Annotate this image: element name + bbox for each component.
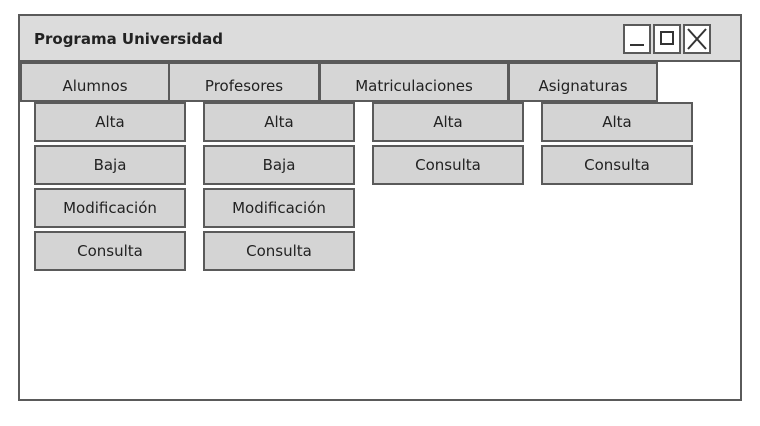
close-icon xyxy=(687,28,707,50)
asignaturas-consulta-button[interactable]: Consulta xyxy=(541,145,693,185)
minimize-button[interactable] xyxy=(623,24,651,54)
alumnos-baja-button[interactable]: Baja xyxy=(34,145,186,185)
alumnos-consulta-button[interactable]: Consulta xyxy=(34,231,186,271)
maximize-button[interactable] xyxy=(653,24,681,54)
matriculaciones-alta-button[interactable]: Alta xyxy=(372,102,524,142)
title-bar: Programa Universidad xyxy=(20,16,740,62)
profesores-modificacion-button[interactable]: Modificación xyxy=(203,188,355,228)
maximize-icon xyxy=(660,31,674,45)
window-title: Programa Universidad xyxy=(34,30,223,48)
app-window: Programa Universidad Alumnos Profesores … xyxy=(18,14,742,401)
minimize-icon xyxy=(630,44,644,46)
tab-asignaturas[interactable]: Asignaturas xyxy=(508,62,658,102)
matriculaciones-consulta-button[interactable]: Consulta xyxy=(372,145,524,185)
profesores-consulta-button[interactable]: Consulta xyxy=(203,231,355,271)
alumnos-modificacion-button[interactable]: Modificación xyxy=(34,188,186,228)
tab-profesores[interactable]: Profesores xyxy=(168,62,320,102)
alumnos-alta-button[interactable]: Alta xyxy=(34,102,186,142)
profesores-baja-button[interactable]: Baja xyxy=(203,145,355,185)
close-button[interactable] xyxy=(683,24,711,54)
tab-alumnos[interactable]: Alumnos xyxy=(20,62,170,102)
tab-matriculaciones[interactable]: Matriculaciones xyxy=(319,62,509,102)
asignaturas-alta-button[interactable]: Alta xyxy=(541,102,693,142)
profesores-alta-button[interactable]: Alta xyxy=(203,102,355,142)
